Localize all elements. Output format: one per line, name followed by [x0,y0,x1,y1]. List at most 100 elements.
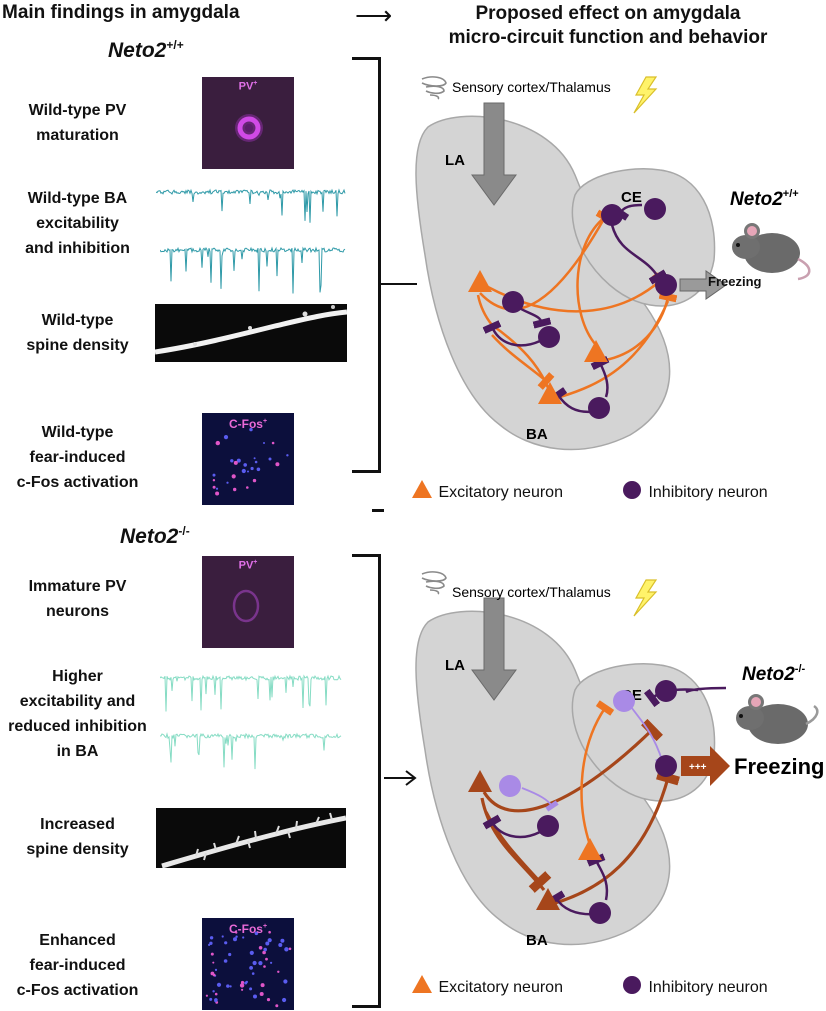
wt-inhibitory-neuron [601,204,623,226]
fos-label-text: C-Fos [228,417,263,431]
ko-ba-line4: in BA [56,743,99,760]
fos-cell [240,980,245,985]
wt-legend-inhibitory: Inhibitory neuron [622,480,768,502]
fos-cell [215,491,220,496]
ko-exc-projection [551,770,680,906]
legend-triangle-icon [412,975,432,993]
ko-input-arrow [471,597,517,701]
fos-cell [254,931,259,936]
mouse-label-sup: -/- [795,663,806,675]
ko-input-label: Sensory cortex/Thalamus [452,584,611,600]
wt-excitatory-neuron [468,270,492,292]
ko-la-ba-region [415,610,671,946]
wt-pv-finding: Wild-type PV maturation [0,98,155,148]
ko-output-arrow [681,746,730,786]
fos-cell [284,947,289,952]
wt-dendrite [155,305,347,355]
ko-inh-projection [521,787,559,812]
wt-circuit-diagram: Sensory cortex/Thalamus LA CE BA Freezin… [415,76,811,451]
wt-pv-label: PV+ [202,80,294,93]
fos-cell [235,935,238,938]
ko-output-badge: +++ [689,762,707,773]
left-column-title: Main findings in amygdala [2,2,240,23]
ko-label-la: LA [445,657,465,674]
ko-fos-cells [205,930,292,1008]
fos-cell [241,988,244,991]
ko-dendrite [161,812,346,868]
fos-cell [256,467,261,472]
fos-cell [271,441,275,445]
legend-excitatory-label: Excitatory neuron [438,979,563,996]
ko-inhibitory-neuron [655,680,677,702]
fos-cell [249,987,253,991]
fos-cell [245,980,248,984]
ko-ba-line2: excitability and [19,693,136,710]
fos-cell [212,473,216,477]
voltage-trace [160,246,346,294]
ko-spine-image [156,808,346,868]
ko-circuit-diagram: Sensory cortex/Thalamus LA CE BA +++ Fre… [415,571,824,949]
fos-cell [262,950,266,955]
wt-exc-projection [479,209,615,311]
wt-spine-image [155,304,347,362]
legend-triangle-icon [412,480,432,498]
ko-legend-inhibitory: Inhibitory neuron [622,975,768,997]
fos-cell [288,947,292,951]
ko-output-label: Freezing [734,754,824,779]
fos-cell [212,961,215,964]
genotype-sup: -/- [178,524,190,538]
wt-input-label: Sensory cortex/Thalamus [452,79,611,95]
ko-label-ba: BA [526,932,548,949]
ko-spine-line1: Increased [40,816,115,833]
fos-cell [263,965,266,968]
fos-label-text: C-Fos [228,922,263,936]
ko-inh-projection [586,853,609,901]
fos-cell [247,470,249,473]
ko-pv-cell [232,589,260,623]
ko-swirl-icon [421,571,447,595]
wt-spine-line2: spine density [26,337,129,354]
wt-trace-2 [160,246,346,294]
wt-bracket [352,57,381,473]
ko-inh-projection [482,814,541,839]
fos-cell [205,994,208,997]
fos-cell [254,460,258,464]
fos-cell [263,442,265,444]
wt-label-ce: CE [621,189,642,206]
wt-exc-projection [491,334,555,390]
ko-pv-line1: Immature PV [28,578,127,595]
wt-fos-image: C-Fos+ [202,413,294,505]
knockout-genotype-label: Neto2-/- [120,524,190,549]
wt-exc-projection [559,300,670,399]
wt-bracket-tick [372,509,384,512]
wt-inh-projection [482,320,541,347]
ko-excitatory-neuron [536,888,560,910]
fos-label-sup: + [262,923,268,930]
ko-excitatory-neuron [578,838,602,860]
legend-excitatory-label: Excitatory neuron [438,484,563,501]
fos-cell [283,979,288,984]
wt-inh-projection [590,355,610,398]
fos-cell [229,985,232,988]
wt-pv-line2: maturation [36,127,119,144]
wt-fos-line1: Wild-type [41,424,114,441]
wt-pv-cell [235,114,263,142]
wildtype-genotype-label: Neto2+/+ [108,38,184,63]
fos-cell [230,459,234,463]
legend-inhibitory-label: Inhibitory neuron [648,979,768,996]
wt-excitatory-neuron [538,382,562,404]
voltage-trace [160,732,342,770]
fos-cell [223,959,228,963]
fos-cell [249,950,254,955]
fos-cell [265,957,268,961]
genotype-sup: +/+ [166,38,184,52]
mouse-label-base: Neto2 [730,189,783,210]
fos-cell [224,941,228,945]
fos-cell [233,460,238,465]
fos-cell [236,458,241,463]
right-column-title: Proposed effect on amygdala micro-circui… [398,2,818,50]
ko-pv-line2: neurons [45,603,110,620]
ko-fos-line1: Enhanced [39,932,116,949]
fos-cell [263,947,267,952]
fos-cell [223,435,229,440]
